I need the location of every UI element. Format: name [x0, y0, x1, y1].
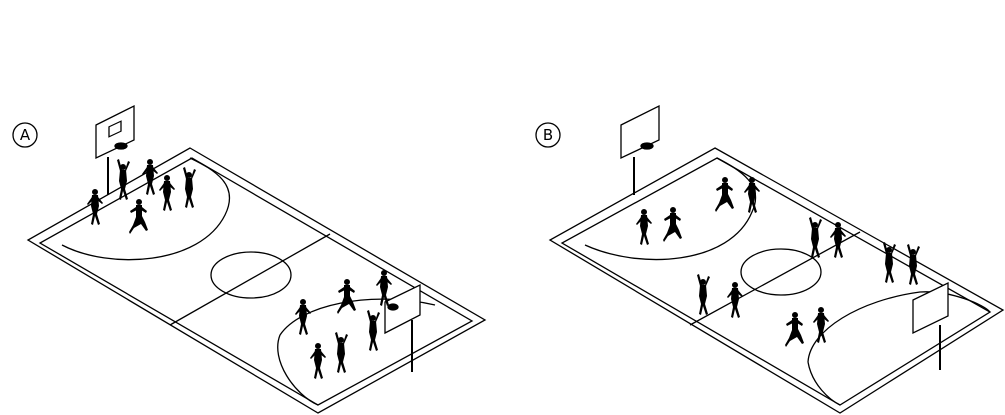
- player: [183, 167, 196, 208]
- player: [715, 177, 734, 212]
- player: [129, 199, 148, 234]
- player: [159, 175, 175, 211]
- players-b: [636, 177, 920, 347]
- panel-b-label-text: B: [543, 126, 553, 144]
- player: [663, 207, 682, 242]
- panel-a-label: A: [13, 123, 37, 147]
- hoop-left-a: [96, 106, 134, 195]
- player: [785, 312, 804, 347]
- player: [335, 332, 348, 373]
- player: [87, 189, 103, 225]
- panel-b: B: [536, 106, 1003, 413]
- player: [367, 310, 380, 351]
- panel-a: A: [13, 106, 485, 413]
- player: [744, 177, 760, 213]
- players-a: [87, 159, 392, 379]
- player: [830, 222, 846, 258]
- player: [727, 282, 743, 318]
- panel-a-label-text: A: [20, 126, 31, 144]
- player: [142, 159, 158, 195]
- player: [337, 279, 356, 314]
- player: [636, 209, 652, 245]
- hoop-left-b: [621, 106, 659, 195]
- court-a: [28, 148, 485, 413]
- player: [883, 242, 896, 283]
- player: [907, 244, 920, 285]
- player: [813, 307, 829, 343]
- player: [310, 343, 326, 379]
- court-b: [550, 148, 1003, 413]
- panel-b-label: B: [536, 123, 560, 147]
- player: [295, 299, 311, 335]
- player: [697, 274, 710, 315]
- player: [809, 217, 822, 258]
